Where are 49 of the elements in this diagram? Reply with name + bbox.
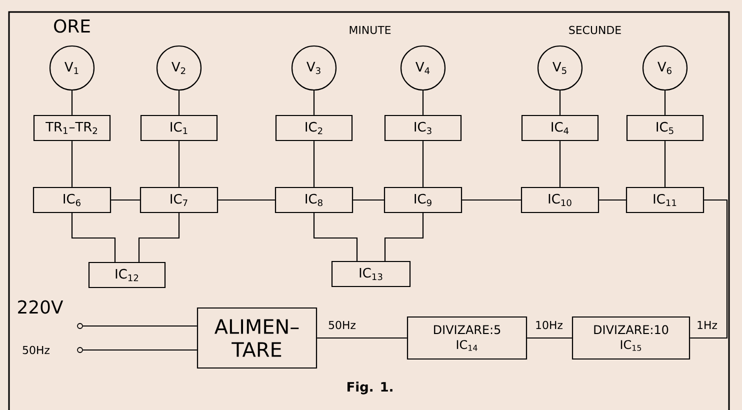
power-supply-box: ALIMEN– TARE	[196, 307, 318, 369]
frequency-label: 50Hz	[22, 346, 50, 354]
chip-box: IC$_{11}$	[626, 186, 704, 214]
chip-box: IC$_{13}$	[331, 260, 411, 288]
chip-box: IC$_{2}$	[275, 114, 353, 142]
chip-box: IC$_{1}$	[140, 114, 218, 142]
connector-line	[71, 90, 73, 115]
connector-line	[178, 141, 180, 187]
chip-box: TR$_{1}$–TR$_{2}$	[33, 114, 111, 142]
chip-box: IC$_{3}$	[384, 114, 462, 142]
chip-box: IC$_{6}$	[32, 186, 112, 214]
chip-box: IC$_{12}$	[88, 262, 166, 288]
connector-line	[462, 199, 521, 201]
frequency-label: 50Hz	[327, 320, 357, 330]
connector-line	[559, 90, 561, 115]
connector-line	[218, 199, 275, 201]
connector-line	[559, 141, 561, 187]
connector-line	[664, 90, 666, 115]
connector-line	[71, 141, 73, 187]
chip-box: IC$_{7}$	[140, 186, 218, 214]
connector-line	[690, 199, 728, 339]
figure-caption: Fig. 1.	[347, 382, 392, 394]
connector-line	[384, 213, 424, 261]
connector-line	[313, 213, 358, 261]
connector-line	[82, 325, 197, 327]
chip-box: IC$_{9}$	[384, 186, 462, 214]
connector-line	[527, 337, 572, 339]
connector-line	[599, 199, 626, 201]
chip-box: IC$_{8}$	[274, 186, 354, 214]
connector-line	[317, 337, 407, 339]
connector-line	[422, 141, 424, 187]
connector-line	[82, 349, 197, 351]
section-heading: SECUNDE	[569, 26, 621, 34]
connector-line	[313, 141, 315, 187]
voltage-label: 220V	[18, 300, 64, 314]
section-heading: MINUTE	[350, 26, 391, 34]
connector-line	[422, 90, 424, 115]
connector-line	[111, 199, 140, 201]
frequency-label: 1Hz	[696, 320, 718, 330]
frequency-label: 10Hz	[534, 320, 564, 330]
chip-box: IC$_{5}$	[626, 114, 704, 142]
connector-line	[353, 199, 384, 201]
connector-line	[664, 141, 666, 187]
connector-line	[138, 213, 180, 262]
chip-box: IC$_{4}$	[521, 114, 599, 142]
connector-line	[313, 90, 315, 115]
connector-line	[71, 213, 116, 262]
connector-line	[178, 90, 180, 115]
chip-box: IC$_{10}$	[520, 186, 600, 214]
